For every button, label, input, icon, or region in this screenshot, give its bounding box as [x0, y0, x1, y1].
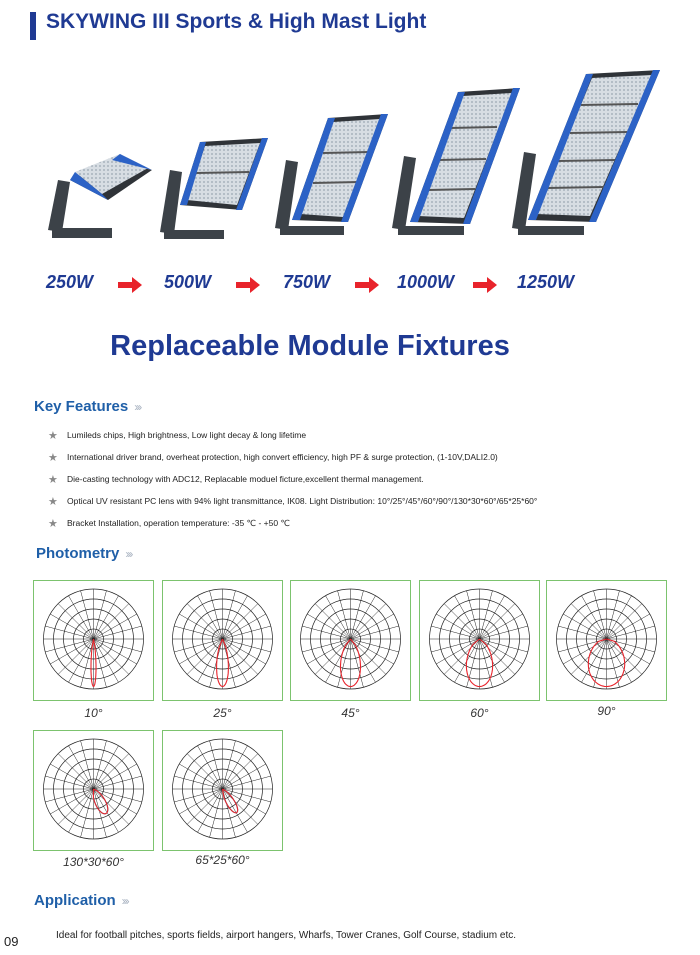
star-icon: ★	[48, 429, 58, 442]
feature-item: ★ International driver brand, overheat pr…	[48, 446, 668, 468]
polar-diagram-90	[546, 580, 667, 701]
lamp-500w-image	[160, 138, 268, 239]
star-icon: ★	[48, 495, 58, 508]
lamp-750w-image	[275, 114, 388, 235]
polar-diagram-10	[33, 580, 154, 701]
wattage-250w: 250W	[46, 272, 94, 292]
feature-text: Bracket Installation, operation temperat…	[67, 517, 290, 528]
polar-diagram-130x30x60	[33, 730, 154, 851]
arrow-right-icon	[355, 277, 379, 293]
polar-curve-image	[172, 738, 273, 840]
arrow-right-icon	[473, 277, 497, 293]
chevrons-right-icon: ›››	[121, 894, 130, 908]
wattage-750w: 750W	[283, 272, 331, 292]
page-number: 09	[4, 934, 19, 949]
polar-diagram-65x25x60	[162, 730, 283, 851]
headline: Replaceable Module Fixtures	[110, 330, 510, 362]
photometry-label-25: 25°	[213, 706, 232, 720]
feature-list: ★ Lumileds chips, High brightness, Low li…	[48, 424, 668, 534]
feature-text: Optical UV resistant PC lens with 94% li…	[67, 496, 538, 506]
photometry-heading: Photometry ›››	[36, 545, 133, 562]
chevrons-right-icon: ›››	[125, 547, 133, 561]
star-icon: ★	[48, 517, 58, 530]
photometry-label-10: 10°	[84, 706, 103, 720]
polar-diagram-25	[162, 580, 283, 701]
feature-item: ★ Lumileds chips, High brightness, Low li…	[48, 424, 668, 446]
wattage-1250w: 1250W	[517, 272, 575, 292]
feature-text: Die-casting technology with ADC12, Repla…	[67, 474, 424, 484]
photometry-label-65x25x60: 65*25*60°	[195, 853, 250, 867]
application-title: Application	[34, 892, 116, 909]
lamp-250w-image	[48, 154, 152, 238]
polar-curve-image	[300, 588, 401, 690]
polar-diagram-45	[290, 580, 411, 701]
wattage-row: 250W 500W 750W 1000W 1250W	[0, 272, 700, 298]
polar-diagram-60	[419, 580, 540, 701]
photometry-title: Photometry	[36, 545, 120, 562]
arrow-right-icon	[118, 277, 142, 293]
photometry-label-90: 90°	[597, 704, 616, 718]
photometry-label-60: 60°	[470, 706, 489, 720]
polar-curve-image	[556, 588, 657, 690]
feature-item: ★ Optical UV resistant PC lens with 94% l…	[48, 490, 668, 512]
application-heading: Application ›››	[34, 892, 130, 909]
title-accent-bar	[30, 12, 36, 40]
page-title: SKYWING III Sports & High Mast Light	[46, 10, 427, 33]
application-text: Ideal for football pitches, sports field…	[56, 930, 517, 941]
star-icon: ★	[48, 473, 58, 486]
chevrons-right-icon: ›››	[134, 400, 142, 414]
star-icon: ★	[48, 451, 58, 464]
polar-curve-image	[43, 588, 144, 690]
feature-item: ★ Bracket Installation, operation tempera…	[48, 512, 668, 534]
feature-text: International driver brand, overheat pro…	[67, 452, 498, 462]
product-lamps-image	[48, 70, 660, 239]
wattage-1000w: 1000W	[397, 272, 455, 292]
feature-text: Lumileds chips, High brightness, Low lig…	[67, 430, 307, 440]
lamp-1000w-image	[392, 88, 520, 235]
arrow-right-icon	[236, 277, 260, 293]
polar-curve-image	[43, 738, 144, 840]
photometry-label-45: 45°	[341, 706, 360, 720]
wattage-500w: 500W	[164, 272, 212, 292]
feature-item: ★ Die-casting technology with ADC12, Repl…	[48, 468, 668, 490]
polar-curve-image	[172, 588, 273, 690]
key-features-heading: Key Features ›››	[34, 398, 142, 415]
key-features-title: Key Features	[34, 398, 129, 415]
photometry-label-130x30x60: 130*30*60°	[63, 855, 124, 869]
polar-curve-image	[429, 588, 530, 690]
lamp-1250w-image	[512, 70, 660, 235]
